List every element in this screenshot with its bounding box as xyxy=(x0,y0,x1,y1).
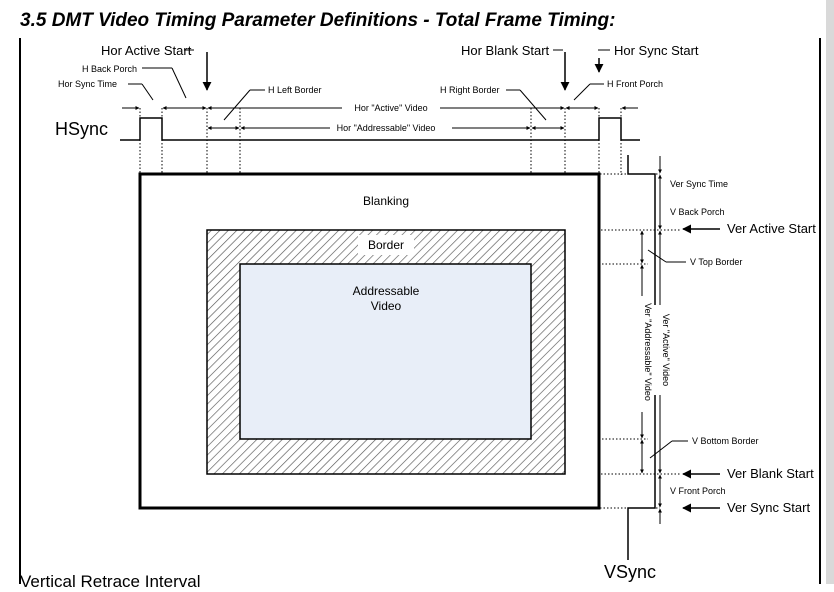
hor-addressable-video-label: Hor "Addressable" Video xyxy=(337,123,436,133)
hor-active-label-bg xyxy=(342,101,440,114)
border-label: Border xyxy=(368,238,404,252)
v-front-porch-label: V Front Porch xyxy=(670,486,726,496)
addressable-label-line1: Addressable xyxy=(353,284,420,298)
v-top-border-label: V Top Border xyxy=(690,257,742,267)
v-bottom-border-label: V Bottom Border xyxy=(692,436,759,446)
ver-blank-start-label: Ver Blank Start xyxy=(727,466,814,481)
leader-lines xyxy=(128,49,610,121)
h-left-border-label: H Left Border xyxy=(268,85,322,95)
ver-sync-start-label: Ver Sync Start xyxy=(727,500,810,515)
hsync-waveform xyxy=(120,117,640,141)
vsync-label: VSync xyxy=(604,562,656,582)
ver-active-start-label: Ver Active Start xyxy=(727,221,816,236)
addressable-label-line2: Video xyxy=(371,299,402,313)
right-leader-lines xyxy=(647,249,688,459)
blanking-label: Blanking xyxy=(363,194,409,208)
ver-start-arrows xyxy=(682,224,720,513)
ver-sync-time-label: Ver Sync Time xyxy=(670,179,728,189)
ver-active-label-bg xyxy=(654,305,666,395)
addressable-box xyxy=(239,263,532,440)
section-heading-cut: Vertical Retrace Interval xyxy=(20,572,201,591)
hor-active-start-label: Hor Active Start xyxy=(101,43,192,58)
v-back-porch-label: V Back Porch xyxy=(670,207,725,217)
scroll-edge xyxy=(826,0,834,584)
hor-sync-start-label: Hor Sync Start xyxy=(614,43,699,58)
hor-sync-time-label: Hor Sync Time xyxy=(58,79,117,89)
h-right-border-label: H Right Border xyxy=(440,85,500,95)
hor-addressable-label-bg xyxy=(330,121,452,134)
hor-active-video-label: Hor "Active" Video xyxy=(354,103,427,113)
border-label-bg xyxy=(358,235,414,255)
ver-addressable-label-bg xyxy=(636,296,648,412)
start-arrows xyxy=(202,52,604,91)
ver-active-video-label: Ver "Active" Video xyxy=(661,314,671,386)
h-front-porch-label: H Front Porch xyxy=(607,79,663,89)
h-back-porch-label: H Back Porch xyxy=(82,64,137,74)
hsync-label: HSync xyxy=(55,119,108,139)
page-title: 3.5 DMT Video Timing Parameter Definitio… xyxy=(20,10,616,31)
hor-blank-start-label: Hor Blank Start xyxy=(461,43,550,58)
ver-addressable-video-label: Ver "Addressable" Video xyxy=(643,303,653,401)
